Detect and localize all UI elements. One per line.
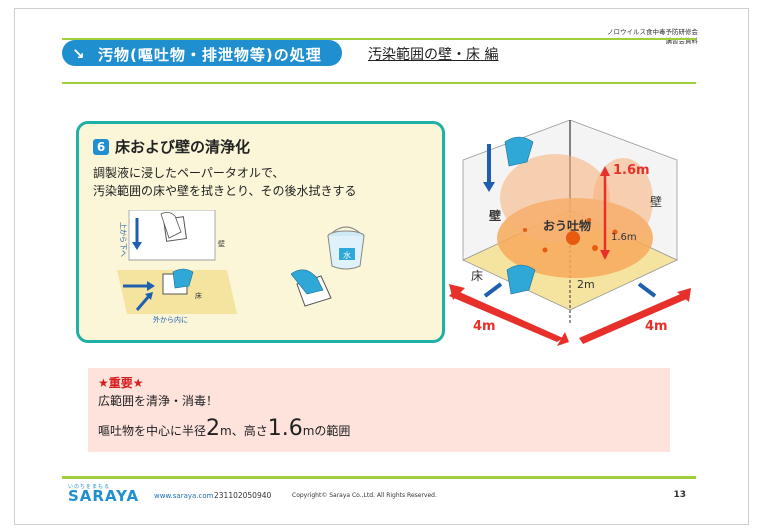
important-line2-a: 嘔吐物を中心に半径 [98, 424, 207, 438]
footer-code: 231102050940 [214, 491, 272, 500]
step-title-text: 床および壁の清浄化 [115, 138, 251, 156]
section-subtitle: 汚染範囲の壁・床 編 [368, 47, 499, 63]
wall-label-left: 壁 [489, 208, 501, 223]
important-title: ★重要★ [98, 376, 144, 390]
corner-note: ノロウイルス食中毒予防研修会 講習会資料 [607, 28, 698, 46]
step-number-badge: 6 [93, 139, 109, 155]
important-line2: 嘔吐物を中心に半径2m、高さ1.6mの範囲 [98, 416, 350, 441]
important-note: ★重要★ 広範囲を清浄・消毒！ 嘔吐物を中心に半径2m、高さ1.6mの範囲 [88, 368, 670, 452]
section-title-pill: ↘ 汚物(嘔吐物・排泄物等)の処理 [62, 40, 342, 66]
wiping-illustration: 上から下へ 壁 床 外から内に [117, 210, 237, 324]
label-wall-small: 壁 [218, 239, 225, 248]
label-floor-small: 床 [195, 291, 202, 300]
floor-label: 床 [471, 269, 483, 283]
label-top-to-bottom: 上から下へ [119, 222, 128, 257]
page-number: 13 [673, 490, 686, 500]
header-bottom-line [62, 82, 696, 84]
width-label-right: 4m [645, 319, 668, 334]
vomit-label: おう吐物 [543, 218, 591, 233]
step-desc-line2: 汚染範囲の床や壁を拭きとり、その後水拭きする [93, 184, 357, 198]
bucket-illustration: 水 [291, 226, 365, 307]
footer-line [62, 476, 696, 479]
label-water: 水 [343, 250, 351, 260]
label-outside-in: 外から内に [153, 315, 188, 324]
logo-tagline: いのちをまもる [68, 484, 111, 490]
important-line2-c: m、高さ [220, 424, 268, 438]
header-top-line [62, 38, 696, 40]
step-description: 調製液に浸したペーパータオルで、 汚染範囲の床や壁を拭きとり、その後水拭きする [93, 164, 357, 200]
arrow-icon: ↘ [72, 45, 85, 63]
height-label-top: 1.6m [613, 163, 650, 178]
room-diagram: 1.6m 1.6m 壁 壁 おう吐物 2m 床 4m 4m [445, 119, 695, 350]
footer-copyright: Copyright© Saraya Co.,Ltd. All Rights Re… [292, 492, 437, 499]
step-desc-line1: 調製液に浸したペーパータオルで、 [93, 166, 285, 180]
radius-label: 2m [577, 278, 595, 291]
footer: いのちをまもる SARAYA www.saraya.com 2311020509… [62, 482, 696, 505]
wall-label-right: 壁 [650, 194, 662, 209]
important-height-value: 1.6 [267, 416, 303, 441]
corner-note-line1: ノロウイルス食中毒予防研修会 [607, 28, 698, 36]
corner-note-line2: 講習会資料 [665, 37, 699, 45]
saraya-logo: SARAYA [68, 487, 140, 505]
step-box: 6 床および壁の清浄化 調製液に浸したペーパータオルで、 汚染範囲の床や壁を拭きと… [76, 121, 445, 343]
important-radius-value: 2 [206, 416, 221, 441]
important-line1: 広範囲を清浄・消毒！ [98, 394, 219, 408]
footer-website: www.saraya.com [154, 492, 214, 500]
height-label-side: 1.6m [611, 232, 637, 243]
width-label-left: 4m [473, 319, 496, 334]
step-title: 6 床および壁の清浄化 [93, 136, 250, 157]
section-title: 汚物(嘔吐物・排泄物等)の処理 [98, 46, 322, 64]
important-line2-e: mの範囲 [302, 424, 351, 438]
